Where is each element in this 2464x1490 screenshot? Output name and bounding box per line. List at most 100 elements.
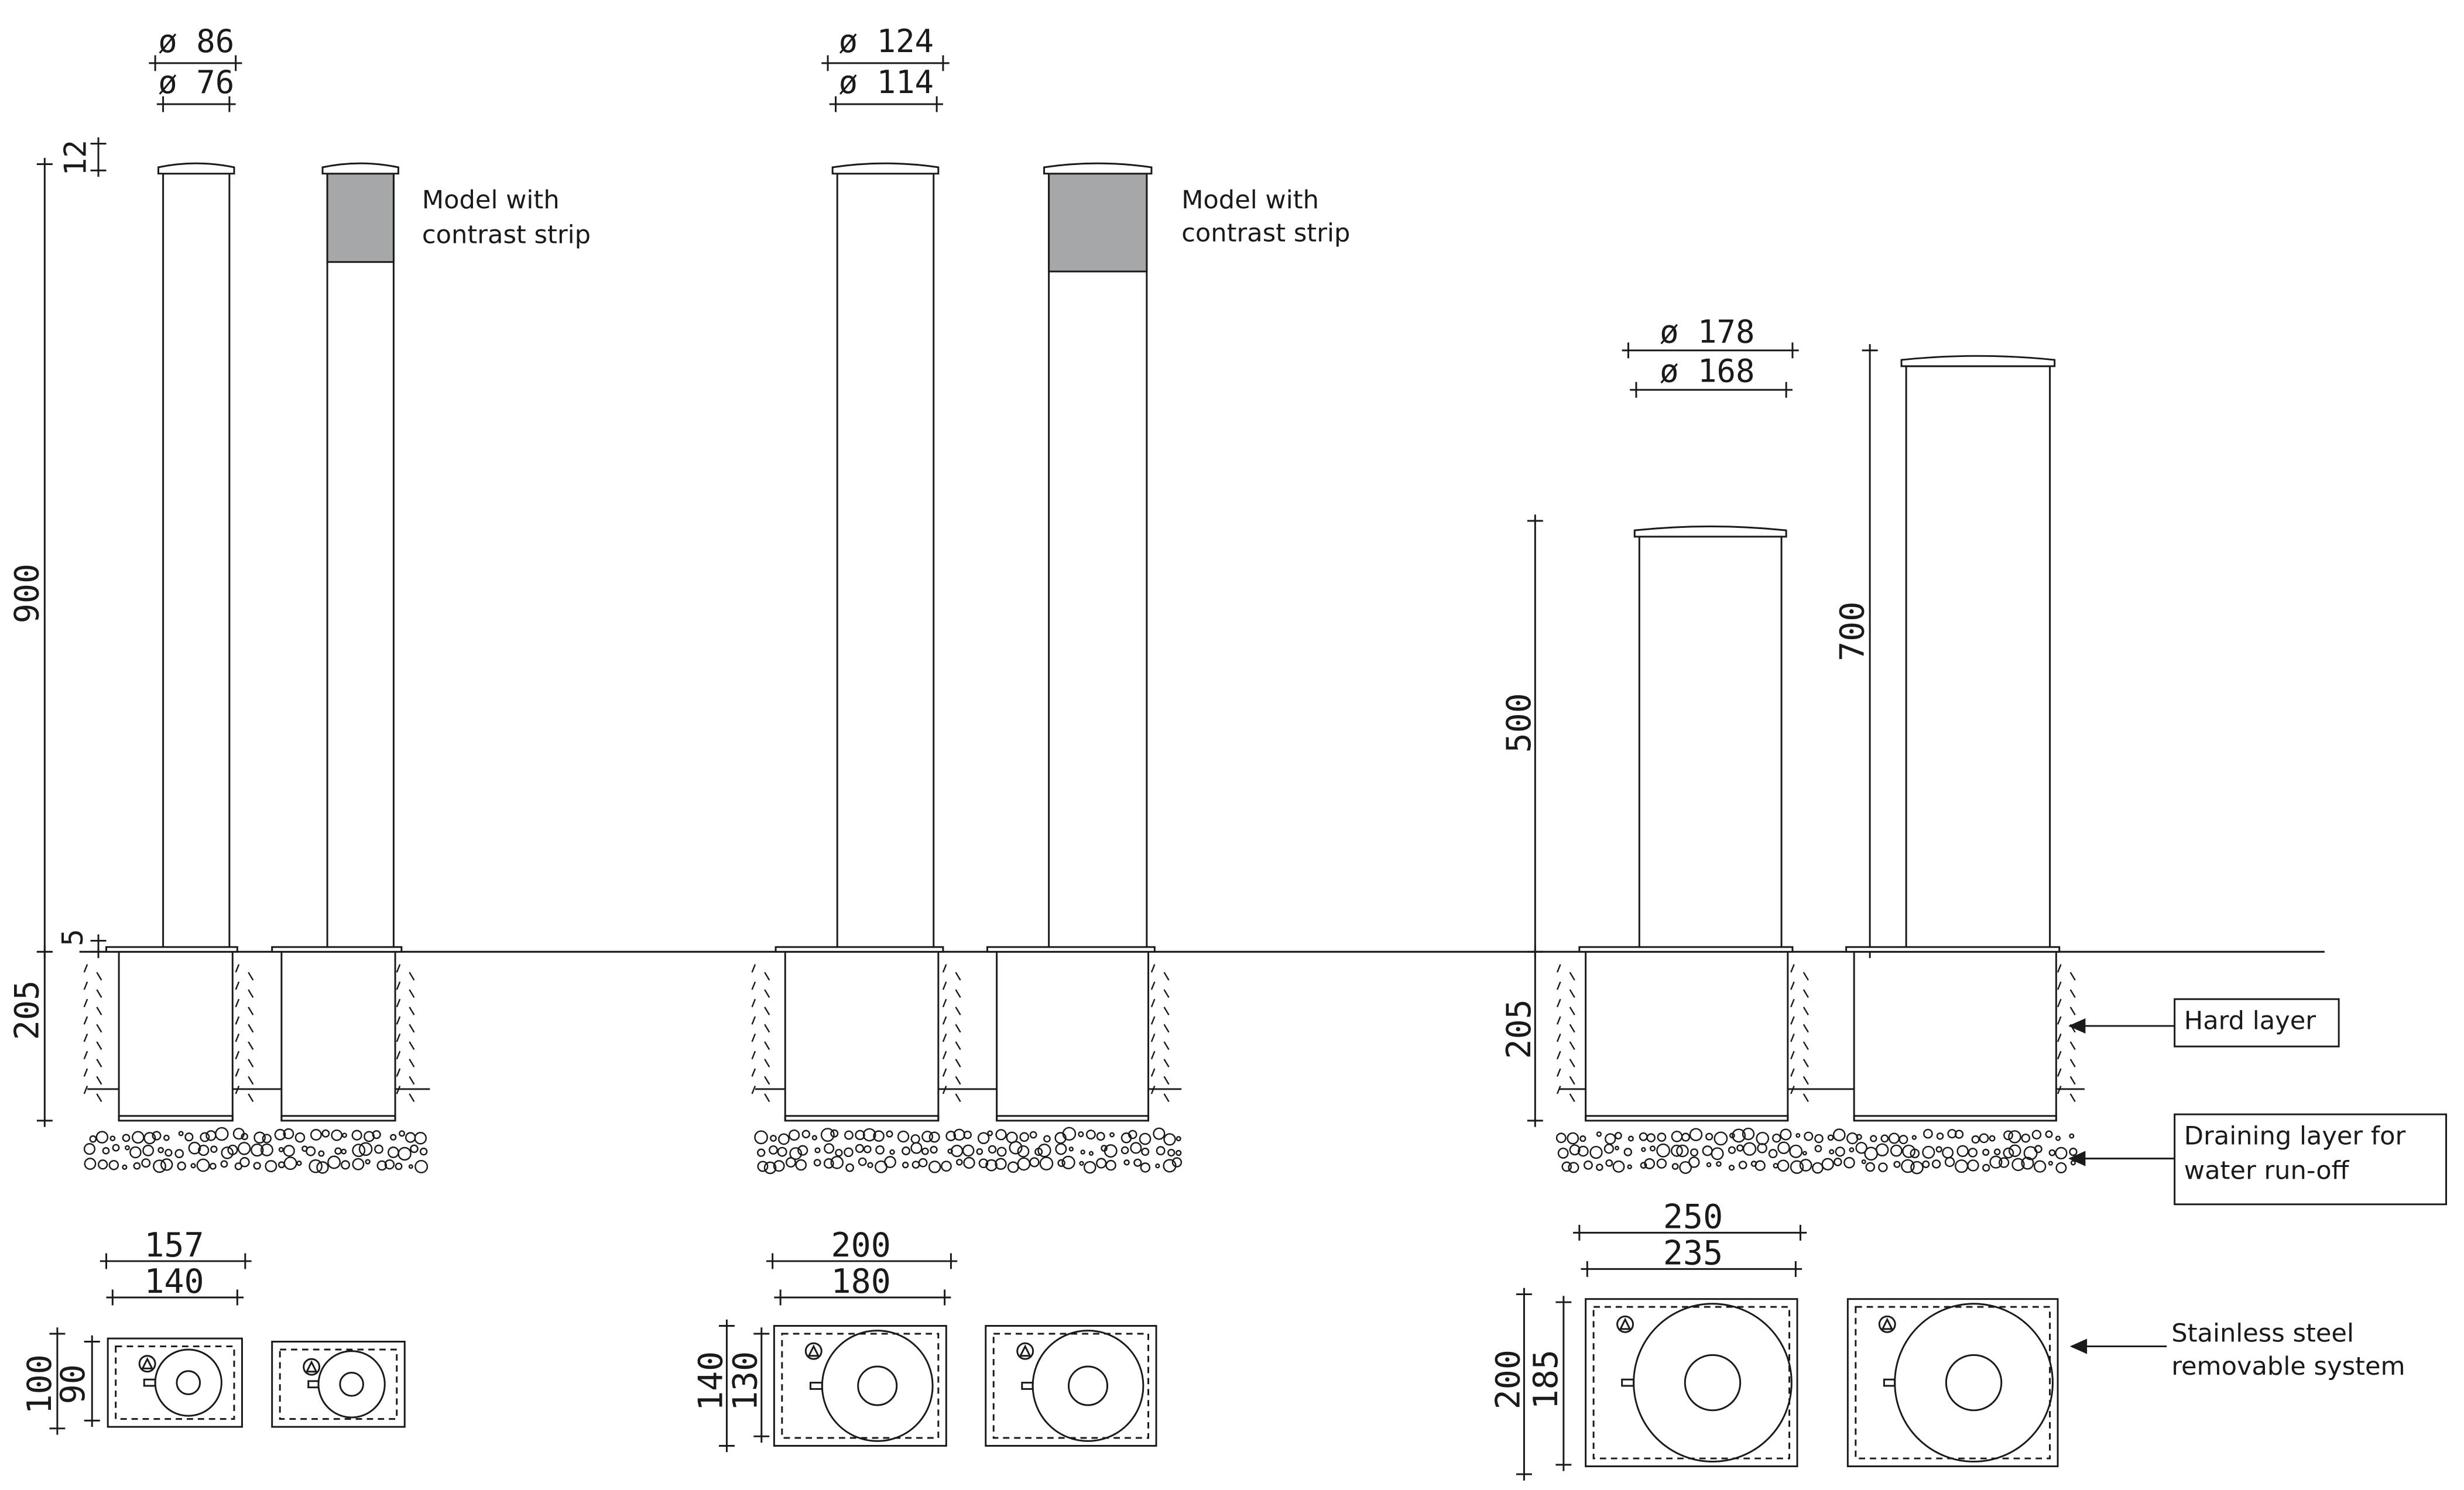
g2-gravel-stone	[754, 1130, 768, 1145]
g2-h3-hatch	[1150, 1086, 1156, 1094]
g2-gravel-stone	[1055, 1143, 1067, 1155]
g3-gravel-stone	[1856, 1134, 1862, 1140]
g3-gravel-stone	[1780, 1128, 1792, 1141]
g1-gravel-stone	[188, 1141, 201, 1155]
g3-gravel-stone	[1821, 1158, 1834, 1170]
g3-h2-hatch	[1802, 971, 1809, 981]
g2-gravel-stone	[1104, 1144, 1118, 1158]
g3-gravel-stone	[1982, 1148, 1990, 1156]
g2-h3-hatch	[1163, 1041, 1170, 1050]
g2-gravel-stone	[921, 1147, 929, 1155]
g3-gravel-stone	[1615, 1145, 1619, 1151]
g2-gravel-stone	[1085, 1129, 1096, 1140]
g2-gravel-stone	[797, 1145, 808, 1156]
g3-h1-hatch	[1556, 1016, 1561, 1025]
contrast-strip-label-2-line1: Model with	[1181, 186, 1319, 215]
g2-gravel-stone	[1019, 1132, 1029, 1142]
g1-box-width-outer: 157	[144, 1226, 204, 1265]
g3-gravel-stone	[1864, 1146, 1879, 1161]
g3-h1-hatch	[1556, 1050, 1561, 1060]
g2-h2-hatch	[955, 1093, 961, 1103]
g1-gravel-stone	[210, 1145, 218, 1153]
g2-gravel-stone	[1017, 1145, 1030, 1158]
g1-cap-height: 12	[58, 140, 93, 176]
g3-h3-hatch	[2057, 1050, 2062, 1060]
g3-gravel-stone	[1843, 1156, 1855, 1169]
g3-plan-a-lock	[1616, 1315, 1634, 1333]
g3-gravel-stone	[1676, 1144, 1689, 1158]
g1-plan-b-outer	[271, 1340, 406, 1428]
g3-gravel-stone	[1849, 1147, 1855, 1153]
g2-plan-a-tube-circle	[821, 1330, 934, 1442]
g1-gravel-stone	[376, 1160, 388, 1171]
stainless-system-label-line1: Stainless steel	[2171, 1319, 2354, 1348]
g3-gravel-stone	[1728, 1146, 1736, 1154]
g2-gravel-stone	[963, 1130, 972, 1139]
g2-gravel-stone	[811, 1135, 818, 1141]
g3-box-height-inner: 185	[1527, 1350, 1565, 1409]
g1-gravel-stone	[142, 1144, 155, 1156]
g1-h1-hatch	[83, 964, 88, 973]
g2-gravel-stone	[1029, 1131, 1037, 1139]
g3-bollard-b-tube	[1905, 365, 2051, 950]
g3-gravel-stone	[1577, 1145, 1589, 1157]
g1-plan-a-core-circle	[176, 1370, 201, 1395]
g2-gravel-stone	[1017, 1157, 1031, 1171]
g2-gravel-stone	[813, 1159, 821, 1167]
g2-box-width-inner: 180	[831, 1262, 891, 1301]
g1-bollard-a-cap	[157, 162, 235, 175]
g3-gravel-stone	[1657, 1132, 1667, 1142]
g1-gravel-stone	[108, 1160, 119, 1170]
g2-gravel-stone	[921, 1131, 934, 1142]
g2-plan-b-tube-circle	[1031, 1330, 1144, 1442]
g1-gravel-stone	[283, 1156, 297, 1170]
g1-gravel-stone	[209, 1162, 217, 1170]
g3-gravel-stone	[1612, 1160, 1625, 1173]
g2-h3-hatch	[1150, 1016, 1156, 1025]
g1-gravel-stone	[306, 1146, 316, 1156]
g2-h2-hatch	[942, 964, 947, 973]
g3-h3-hatch	[2057, 1034, 2062, 1042]
g2-h1-hatch	[751, 981, 756, 990]
g1-gravel-stone	[294, 1132, 306, 1143]
g2-inner-diameter: ø 114	[839, 64, 934, 101]
g2-sleeve-b-bottom	[996, 1115, 1150, 1122]
g1-gravel-stone	[341, 1160, 351, 1170]
g1-gravel-stone	[395, 1162, 403, 1170]
g2-gravel-stone	[862, 1128, 876, 1142]
g1-gravel-stone	[84, 1158, 97, 1170]
g3-h3-hatch	[2069, 1059, 2076, 1067]
g2-outer-diameter: ø 124	[839, 23, 934, 60]
g1-h2-hatch	[235, 981, 240, 990]
g1-gravel-stone	[274, 1128, 286, 1141]
g2-gravel-stone	[988, 1145, 997, 1154]
g3-tall-height: 700	[1833, 602, 1872, 661]
g2-gravel-stone	[962, 1144, 975, 1157]
g3-h1-hatch	[1556, 1034, 1561, 1042]
g2-gravel-stone	[886, 1130, 893, 1138]
g2-gravel-stone	[910, 1142, 923, 1154]
g3-h3-hatch	[2057, 981, 2062, 990]
g3-gravel-stone	[1802, 1151, 1807, 1156]
g2-h3-hatch	[1163, 1007, 1170, 1015]
g3-h1-hatch	[1569, 1024, 1575, 1033]
g1-gravel-stone	[141, 1158, 151, 1168]
g3-gravel-stone	[1561, 1161, 1572, 1172]
g3-gravel-stone	[1623, 1148, 1632, 1156]
g1-h3-hatch	[396, 1034, 401, 1042]
g1-gravel-stone	[152, 1131, 162, 1141]
g1-gravel-stone	[397, 1146, 412, 1161]
g1-gravel-stone	[227, 1144, 238, 1155]
g1-gravel-stone	[196, 1158, 210, 1172]
g1-gravel-stone	[352, 1144, 366, 1158]
g2-gravel-stone	[855, 1144, 865, 1153]
g3-gravel-stone	[2008, 1144, 2021, 1158]
g3-h2-hatch	[1790, 1086, 1795, 1094]
g2-gravel-stone	[1062, 1127, 1077, 1141]
g3-gravel-stone	[1754, 1160, 1766, 1171]
g3-bollard-a-tube	[1638, 535, 1783, 950]
g3-h3-hatch	[2057, 998, 2062, 1008]
g3-gravel-stone	[1706, 1162, 1712, 1168]
g1-h3-hatch	[396, 964, 401, 973]
g2-plan-b-lock-key	[1019, 1344, 1031, 1357]
